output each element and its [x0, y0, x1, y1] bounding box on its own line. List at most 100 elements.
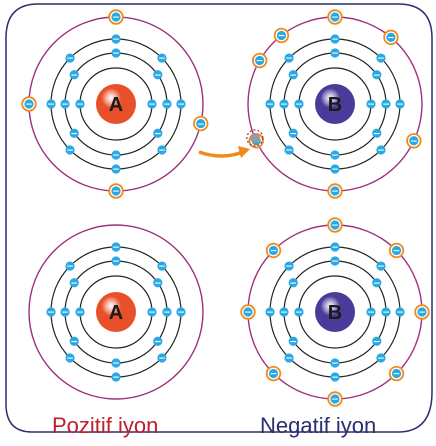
electron-sign: − [331, 165, 339, 175]
valence-electron: − [388, 242, 405, 259]
electron-shell-2: − [153, 336, 163, 347]
electron-sign: − [278, 32, 286, 42]
electron-body [147, 99, 157, 109]
valence-electron: − [406, 133, 422, 149]
electron-sign: − [197, 120, 205, 130]
electron-sign: − [331, 49, 339, 59]
electron-body [268, 368, 279, 379]
electron-shell-1: − [75, 307, 85, 318]
electron-shell-3: − [395, 99, 405, 110]
electron-sign: − [154, 337, 162, 347]
electron-sign: − [331, 221, 339, 231]
electron-sign: − [158, 146, 166, 156]
electron-body [330, 186, 340, 196]
electron-body [417, 307, 427, 317]
electron-shell-2: − [381, 99, 391, 110]
electron-shell-2: − [153, 128, 163, 139]
valence-electron: − [327, 9, 343, 25]
valence-electron: − [383, 29, 399, 46]
electron-sign: − [76, 100, 84, 110]
nucleus [315, 84, 355, 124]
electron-body [279, 99, 289, 109]
valence-electron: − [388, 365, 405, 382]
electron-shell-2: − [162, 307, 172, 318]
electron-sign: − [158, 54, 166, 64]
electron-shell-2: − [330, 358, 340, 369]
electron-body [153, 70, 163, 80]
electron-shell-2: − [69, 128, 79, 139]
electron-shell-2: − [279, 307, 289, 318]
electron-sign: − [377, 146, 385, 156]
electron-shell-2: − [69, 278, 79, 289]
valence-electron: − [108, 9, 124, 25]
electron-shell-3: − [284, 261, 294, 272]
electron-sign: − [70, 71, 78, 81]
nucleus-label: B [328, 94, 342, 116]
vacancy-ring [246, 129, 264, 147]
vacancy-dot [249, 132, 260, 143]
electron-sign: − [76, 308, 84, 318]
electron-shell-2: − [153, 278, 163, 289]
electron-sign: − [289, 337, 297, 347]
electron-sign: − [289, 71, 297, 81]
electron-sign: − [373, 279, 381, 289]
electron-sign: − [25, 100, 33, 110]
electron-shell-3: − [330, 372, 340, 383]
electron-shell-3: − [376, 53, 386, 64]
electron-body [255, 55, 265, 66]
electron-body [153, 278, 163, 288]
electron-shell-3: − [65, 53, 75, 64]
electron-body [65, 53, 75, 63]
electron-sign: − [256, 57, 264, 67]
electron-body [376, 145, 386, 155]
electron-sign: − [331, 257, 339, 267]
electron-body [330, 220, 340, 230]
electron-body [147, 307, 157, 317]
electron-shell-3: − [330, 164, 340, 175]
electron-body [46, 307, 56, 317]
electron-shell-3: − [265, 307, 275, 318]
electron-body [111, 358, 121, 368]
electron-sign: − [158, 354, 166, 364]
nucleus-label: B [328, 302, 342, 324]
electron-shell-3: − [330, 34, 340, 45]
valence-electron: − [327, 183, 343, 199]
electron-sign: − [393, 370, 401, 380]
electron-body [157, 145, 167, 155]
electron-body [69, 278, 79, 288]
electron-body [330, 358, 340, 368]
electron-body [395, 307, 405, 317]
electron-sign: − [163, 308, 171, 318]
electron-shell-3: − [65, 145, 75, 156]
electron-sign: − [112, 35, 120, 45]
electron-sign: − [266, 308, 274, 318]
electron-sign: − [410, 137, 418, 147]
electron-body [391, 368, 402, 379]
electron-sign: − [285, 54, 293, 64]
electron-body [279, 307, 289, 317]
electron-shell-3: − [265, 99, 275, 110]
electron-shell-3: − [111, 164, 121, 175]
electron-sign: − [418, 308, 426, 318]
electron-sign: − [270, 370, 278, 380]
electron-body [288, 336, 298, 346]
electron-sign: − [382, 308, 390, 318]
electron-shell-2: − [372, 336, 382, 347]
electron-shell-2: − [60, 307, 70, 318]
electron-body [330, 256, 340, 266]
electron-shell-2: − [111, 256, 121, 267]
valence-electron: − [240, 304, 256, 320]
atom-b-top: B−−−−−−−−−−−−−−−−−−−−−−−−− [246, 9, 423, 199]
electron-shell-3: − [395, 307, 405, 318]
electron-shell-2: − [279, 99, 289, 110]
transfer-arrow [198, 146, 250, 158]
electron-body [111, 34, 121, 44]
electron-body [111, 372, 121, 382]
valence-electron: − [327, 217, 343, 233]
electron-sign: − [47, 308, 55, 318]
electron-body [376, 261, 386, 271]
electron-shell-2: − [372, 278, 382, 289]
electron-body [162, 307, 172, 317]
